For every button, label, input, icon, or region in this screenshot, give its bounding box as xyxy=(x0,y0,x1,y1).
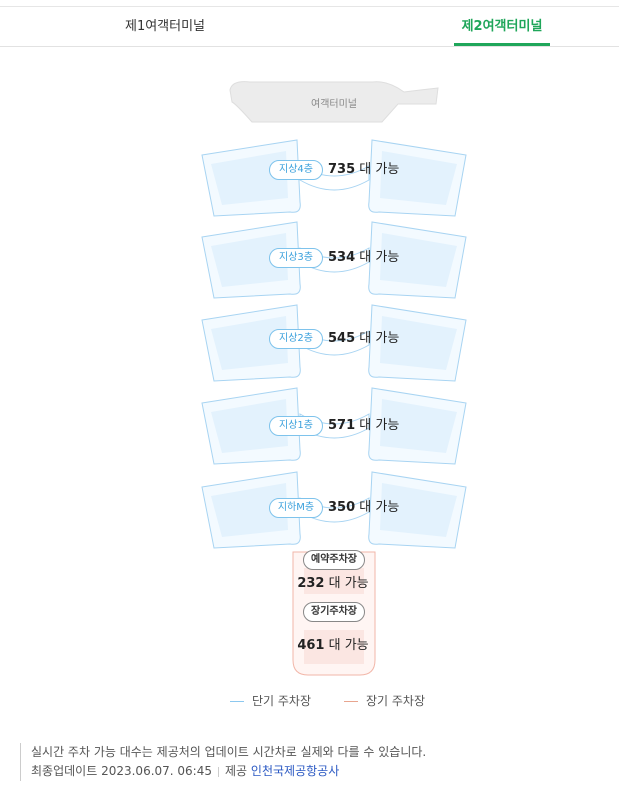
floor-available-count: 735 대 가능 xyxy=(328,162,400,177)
floor-row-b-m: 지하M층 350 대 가능 xyxy=(0,496,619,520)
floor-badge[interactable]: 지상1층 xyxy=(269,416,323,436)
legend-short-line xyxy=(230,701,244,702)
long-term-inner-lower xyxy=(304,630,364,664)
notice-meta: 최종업데이트 2023.06.07. 06:45 제공 인천국제공항공사 xyxy=(31,762,600,781)
active-tab-indicator xyxy=(454,43,550,46)
provider-link[interactable]: 인천국제공항공사 xyxy=(250,764,340,778)
floor-row-3f: 지상3층 534 대 가능 xyxy=(0,246,619,270)
terminal-label: 여객터미널 xyxy=(311,98,357,110)
tab-terminal-1[interactable]: 제1여객터미널 xyxy=(124,19,206,34)
floor-badge[interactable]: 지하M층 xyxy=(269,498,323,518)
legend-long-label: 장기 주차장 xyxy=(366,694,426,708)
terminal-tabs: 제1여객터미널 제2여객터미널 xyxy=(0,7,619,47)
legend-short-label: 단기 주차장 xyxy=(252,694,312,708)
long-term-parking-badge[interactable]: 장기주차장 xyxy=(303,602,365,622)
long-term-parking-count: 461 대 가능 xyxy=(297,638,369,653)
legend-short-term: 단기 주차장 xyxy=(230,693,311,709)
floor-row-4f: 지상4층 735 대 가능 xyxy=(0,158,619,182)
top-divider xyxy=(0,6,619,7)
parking-wing-right-inner-b-m xyxy=(380,483,457,537)
parking-wing-right-inner-4f xyxy=(380,151,457,205)
long-term-inner-upper xyxy=(304,568,364,594)
parking-wing-left-inner-b-m xyxy=(211,483,288,537)
floor-available-count: 571 대 가능 xyxy=(328,418,400,433)
reserved-parking-count: 232 대 가능 xyxy=(297,576,369,591)
legend-long-term: 장기 주차장 xyxy=(344,693,425,709)
legend-long-line xyxy=(344,701,358,702)
meta-divider xyxy=(218,766,219,777)
floor-row-1f: 지상1층 571 대 가능 xyxy=(0,414,619,438)
notice-box: 실시간 주차 가능 대수는 제공처의 업데이트 시간차로 실제와 다를 수 있습… xyxy=(20,743,600,781)
terminal-building xyxy=(229,81,439,123)
parking-map: 여객터미널 xyxy=(201,81,467,676)
parking-wing-left-inner-2f xyxy=(211,316,288,370)
provider-label: 제공 xyxy=(225,764,248,778)
parking-wing-left-inner-3f xyxy=(211,233,288,287)
floor-badge[interactable]: 지상4층 xyxy=(269,160,323,180)
parking-connector-4f xyxy=(299,165,370,191)
notice-text: 실시간 주차 가능 대수는 제공처의 업데이트 시간차로 실제와 다를 수 있습… xyxy=(31,745,427,759)
floor-badge[interactable]: 지상2층 xyxy=(269,329,323,349)
parking-wing-left-inner-4f xyxy=(211,151,288,205)
tab-terminal-2[interactable]: 제2여객터미널 xyxy=(461,19,543,34)
parking-wing-left-inner-1f xyxy=(211,399,288,453)
parking-wing-right-inner-2f xyxy=(380,316,457,370)
updated-label: 최종업데이트 xyxy=(31,764,98,778)
updated-value: 2023.06.07. 06:45 xyxy=(101,764,212,778)
floor-available-count: 350 대 가능 xyxy=(328,500,400,515)
floor-badge[interactable]: 지상3층 xyxy=(269,248,323,268)
floor-available-count: 545 대 가능 xyxy=(328,331,400,346)
reserved-parking-badge[interactable]: 예약주차장 xyxy=(303,550,365,570)
floor-row-2f: 지상2층 545 대 가능 xyxy=(0,327,619,351)
parking-wing-right-inner-1f xyxy=(380,399,457,453)
floor-available-count: 534 대 가능 xyxy=(328,250,400,265)
parking-wing-right-inner-3f xyxy=(380,233,457,287)
